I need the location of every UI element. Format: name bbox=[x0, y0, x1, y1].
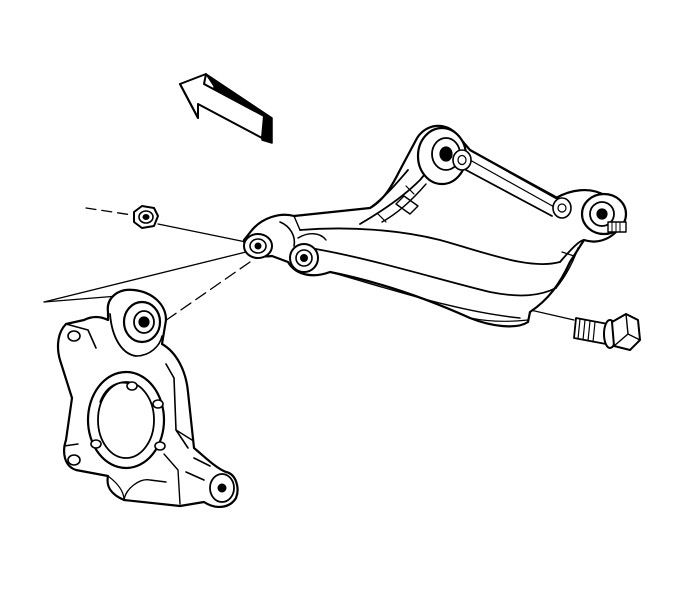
link-bushing-right bbox=[552, 192, 628, 236]
knuckle-bushing bbox=[122, 300, 162, 344]
arm-bushing-left bbox=[243, 233, 273, 259]
arm-bushing-center bbox=[289, 243, 319, 273]
knuckle bbox=[56, 288, 239, 508]
link-bushing-upper bbox=[416, 126, 472, 186]
control-arm bbox=[242, 124, 623, 328]
nut-icon bbox=[133, 205, 159, 229]
arrow-front-icon bbox=[179, 73, 273, 144]
bolt-icon bbox=[573, 313, 641, 351]
